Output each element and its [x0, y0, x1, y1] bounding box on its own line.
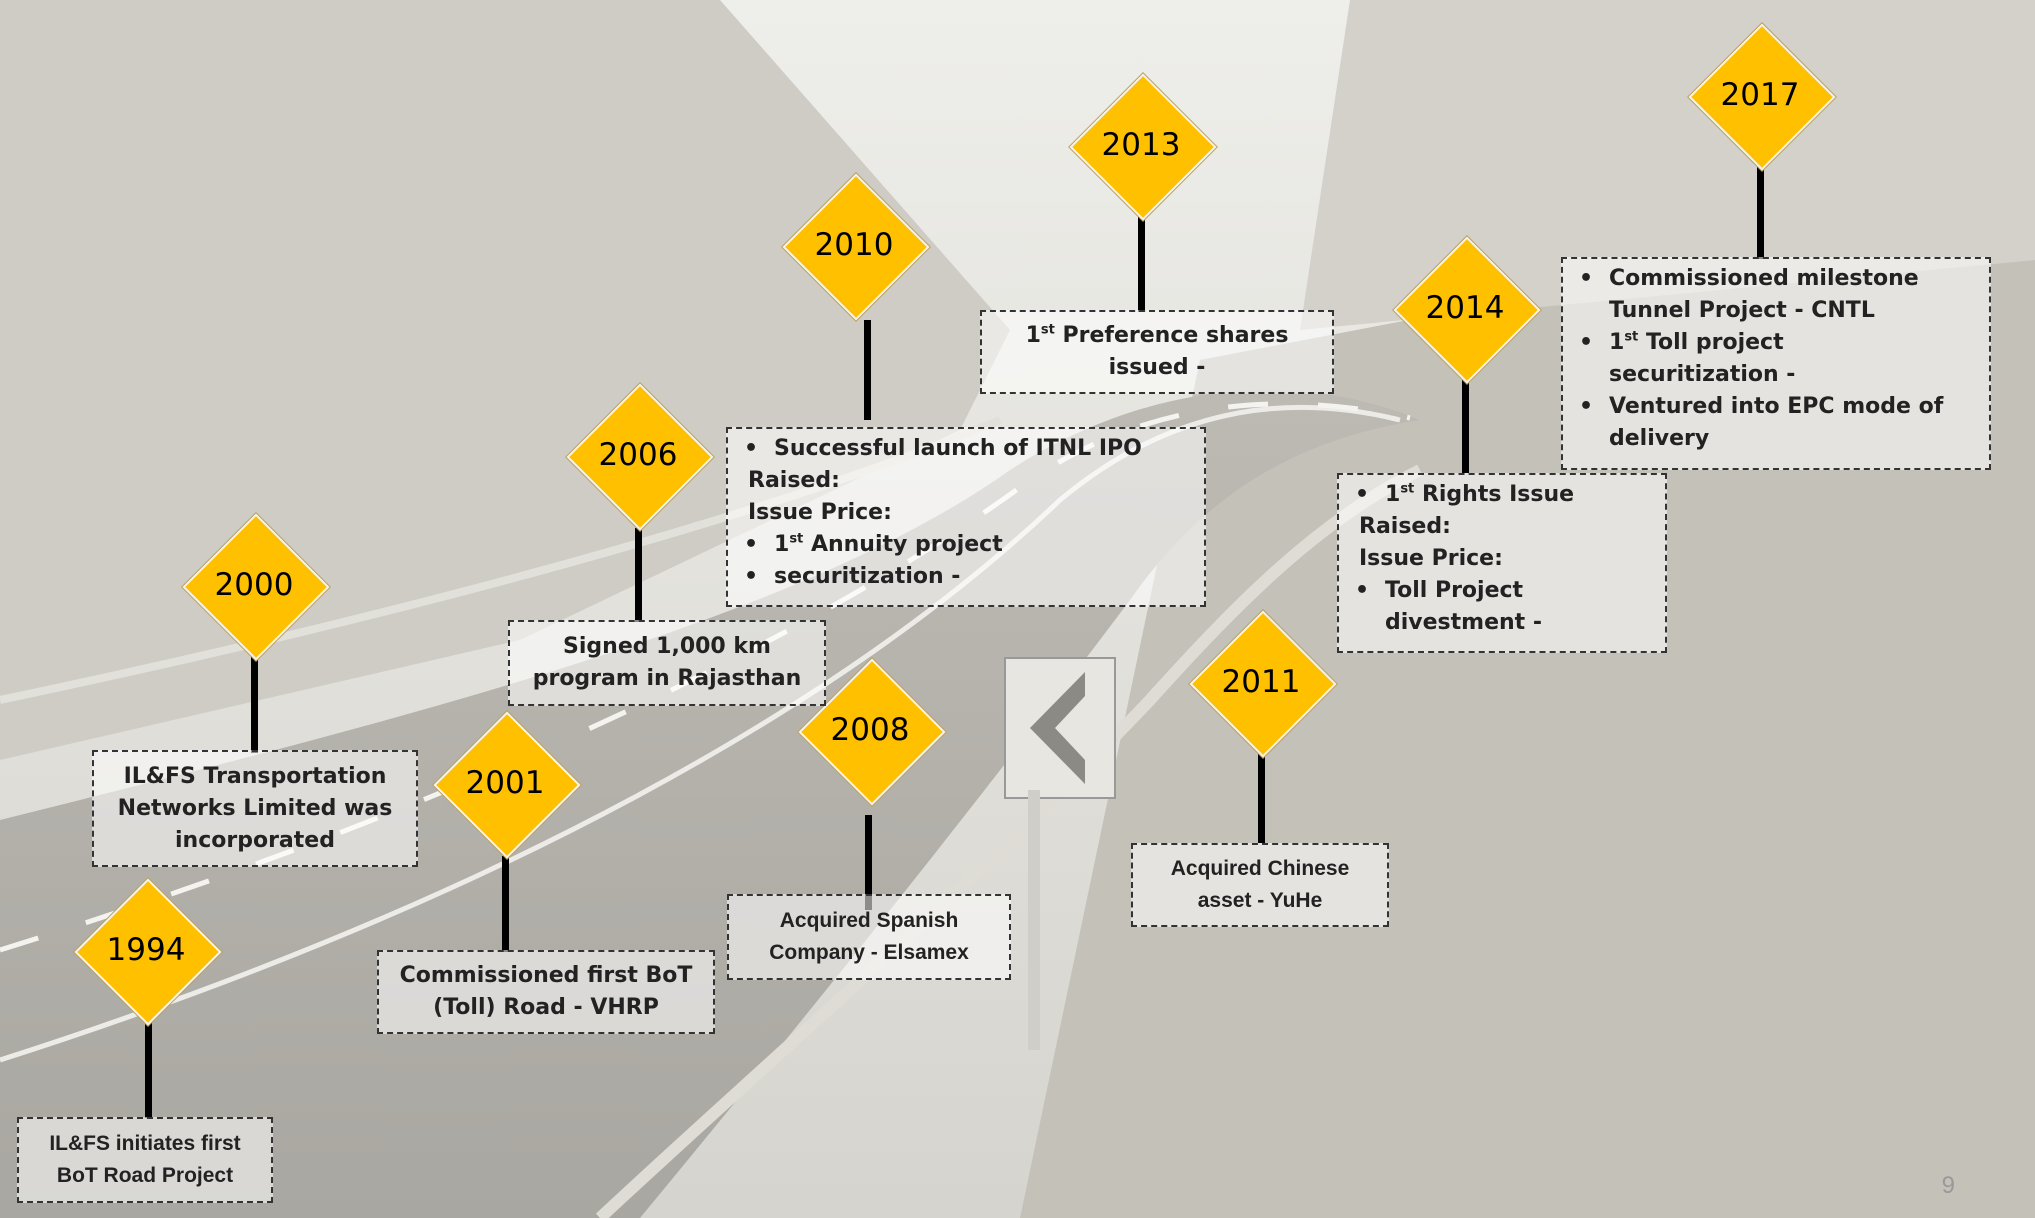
sign-post-2013 — [1138, 215, 1145, 312]
sign-post-2010 — [864, 320, 871, 420]
milestone-box-2001: Commissioned first BoT (Toll) Road - VHR… — [377, 950, 715, 1034]
milestone-text: securitization - — [1609, 362, 1796, 387]
milestone-box-2014: 1st Rights Issue Raised: Issue Price: To… — [1337, 473, 1667, 653]
milestone-text: Raised: — [1359, 514, 1451, 539]
milestone-text: delivery — [1609, 426, 1710, 451]
milestone-box-2006: Signed 1,000 km program in Rajasthan — [508, 620, 826, 706]
milestone-text: Rights Issue — [1421, 482, 1575, 507]
sign-post-1994 — [145, 1018, 152, 1118]
sign-2006: 2006 — [566, 383, 714, 531]
year-label: 2010 — [814, 227, 894, 263]
sign-post-2011 — [1258, 748, 1265, 843]
milestone-text: Issue Price: — [1359, 546, 1503, 571]
page-number: 9 — [1941, 1172, 1955, 1199]
sign-post-2001 — [502, 856, 509, 952]
ordinal-number: 1 — [1025, 323, 1041, 348]
milestone-text: Toll project — [1645, 330, 1784, 355]
year-label: 2000 — [214, 567, 294, 603]
year-label: 2011 — [1221, 664, 1301, 700]
milestone-box-2000: IL&FS Transportation Networks Limited wa… — [92, 750, 418, 867]
ordinal-suffix: st — [789, 531, 804, 547]
year-label: 2017 — [1720, 77, 1800, 113]
sign-post-2014 — [1462, 378, 1469, 473]
milestone-text: securitization - — [738, 561, 1194, 593]
milestone-box-2011: Acquired Chinese asset - YuHe — [1131, 843, 1389, 927]
year-label: 2013 — [1101, 127, 1181, 163]
milestone-text: IL&FS initiates first — [49, 1132, 241, 1155]
milestone-text: issued - — [1108, 355, 1206, 380]
year-label: 1994 — [106, 932, 186, 968]
milestone-text: IL&FS Transportation — [123, 763, 387, 789]
milestone-text: Raised: — [748, 468, 840, 493]
milestone-text: BoT Road Project — [56, 1164, 234, 1187]
milestone-text: Networks Limited was — [117, 795, 393, 821]
milestone-text-with-ordinal: 1st Rights Issue — [1349, 479, 1655, 511]
sign-2000: 2000 — [182, 513, 330, 661]
year-label: 2008 — [830, 712, 910, 748]
sign-2011: 2011 — [1189, 610, 1337, 758]
milestone-text: Annuity project — [810, 532, 1003, 557]
milestone-text: Acquired Spanish — [779, 909, 959, 932]
milestone-text-with-ordinal: 1st Preference shares — [1026, 320, 1289, 352]
year-label: 2006 — [598, 437, 678, 473]
sign-2001: 2001 — [433, 711, 581, 859]
year-label: 2001 — [465, 765, 545, 801]
milestone-box-2017: Commissioned milestone Tunnel Project - … — [1561, 257, 1991, 470]
milestone-text: Acquired Chinese — [1170, 857, 1350, 880]
milestone-text: Successful launch of ITNL IPO — [738, 433, 1194, 465]
milestone-text: program in Rajasthan — [532, 666, 802, 691]
sign-2008: 2008 — [798, 658, 946, 806]
milestone-text: (Toll) Road - VHRP — [433, 995, 659, 1020]
milestone-text: Commissioned milestone — [1573, 263, 1979, 295]
sign-post-2000 — [251, 655, 258, 753]
milestone-box-2008: Acquired Spanish Company - Elsamex — [727, 894, 1011, 980]
milestone-box-1994: IL&FS initiates first BoT Road Project — [17, 1117, 273, 1203]
milestone-text-with-ordinal: 1st Toll project — [1573, 327, 1979, 359]
milestone-text: divestment - — [1385, 610, 1542, 635]
sign-post-2008 — [865, 815, 872, 910]
sign-2017: 2017 — [1688, 23, 1836, 171]
ordinal-suffix: st — [1400, 481, 1415, 497]
year-label: 2014 — [1425, 290, 1505, 326]
milestone-text-with-ordinal: 1st Annuity project — [738, 529, 1194, 561]
milestone-box-2013: 1st Preference shares issued - — [980, 310, 1334, 394]
milestone-text: incorporated — [175, 827, 335, 853]
milestone-text: Preference shares — [1062, 323, 1289, 348]
sign-2014: 2014 — [1393, 236, 1541, 384]
sign-2010: 2010 — [782, 173, 930, 321]
ordinal-suffix: st — [1624, 329, 1639, 345]
sign-2013: 2013 — [1069, 73, 1217, 221]
sign-post-2017 — [1757, 165, 1764, 259]
milestone-text: Commissioned first BoT — [399, 963, 693, 988]
ordinal-suffix: st — [1040, 322, 1055, 338]
milestone-text: Issue Price: — [748, 500, 892, 525]
milestone-text: Ventured into EPC mode of — [1573, 391, 1979, 423]
milestone-text: Signed 1,000 km — [563, 634, 771, 659]
ordinal-number: 1 — [774, 532, 790, 557]
milestone-box-2010: Successful launch of ITNL IPO Raised: Is… — [726, 427, 1206, 607]
sign-post-2006 — [635, 528, 642, 622]
milestone-text: asset - YuHe — [1197, 889, 1323, 912]
milestone-text: Company - Elsamex — [769, 941, 969, 964]
milestone-text-continued: securitization - — [774, 564, 961, 589]
milestone-text: Tunnel Project - CNTL — [1609, 298, 1875, 323]
ordinal-number: 1 — [1385, 482, 1401, 507]
ordinal-number: 1 — [1609, 330, 1625, 355]
milestone-text: Toll Project — [1349, 575, 1655, 607]
sign-1994: 1994 — [74, 878, 222, 1026]
